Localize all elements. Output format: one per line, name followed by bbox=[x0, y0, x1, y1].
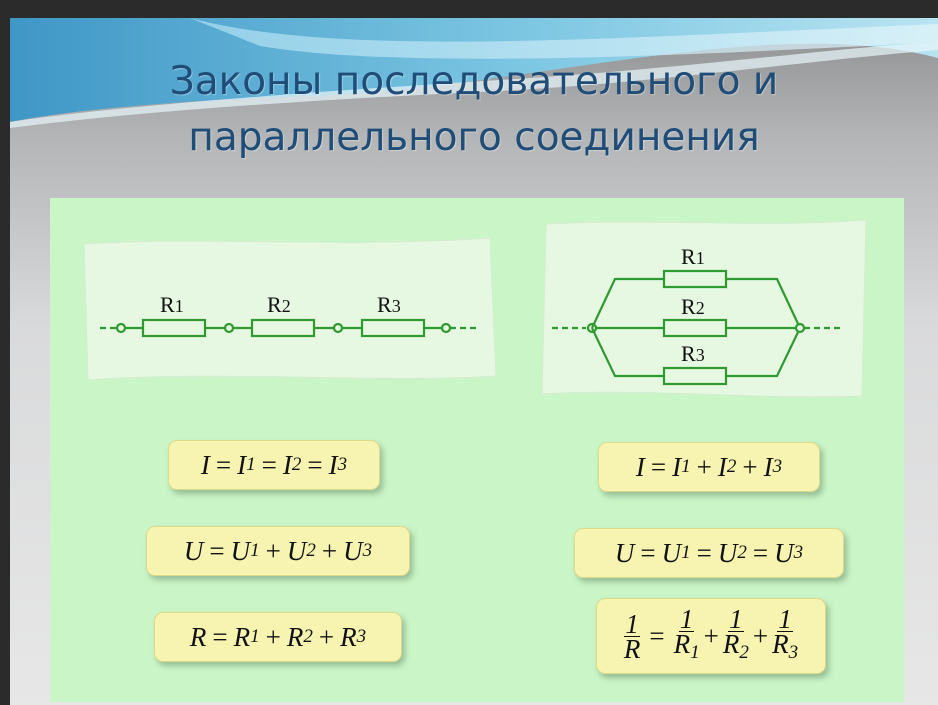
resistor-r1 bbox=[141, 318, 207, 338]
resistor-r3 bbox=[360, 318, 426, 338]
wave-decoration bbox=[10, 18, 938, 128]
series-label-r1: R1 bbox=[160, 292, 184, 317]
title-line-2: параллельного соединения bbox=[188, 115, 760, 160]
series-label-r2: R2 bbox=[267, 292, 291, 317]
series-label-r3: R3 bbox=[377, 292, 401, 317]
slide-title: Законы последовательного и параллельного… bbox=[10, 54, 938, 166]
content-panel: R1 R2 R3 bbox=[50, 198, 904, 702]
parallel-label-r3: R3 bbox=[681, 341, 705, 366]
slide: Законы последовательного и параллельного… bbox=[10, 18, 938, 705]
resistor-r1-parallel bbox=[662, 269, 728, 289]
resistor-r2-parallel bbox=[662, 318, 728, 338]
resistor-r3-parallel bbox=[662, 366, 728, 386]
resistor-r2 bbox=[250, 318, 316, 338]
series-circuit-diagram: R1 R2 R3 bbox=[83, 237, 497, 381]
title-line-1: Законы последовательного и bbox=[169, 59, 779, 104]
parallel-circuit-diagram: R1 R2 R3 bbox=[541, 219, 867, 398]
parallel-label-r2: R2 bbox=[681, 294, 705, 319]
parallel-label-r1: R1 bbox=[681, 244, 705, 269]
